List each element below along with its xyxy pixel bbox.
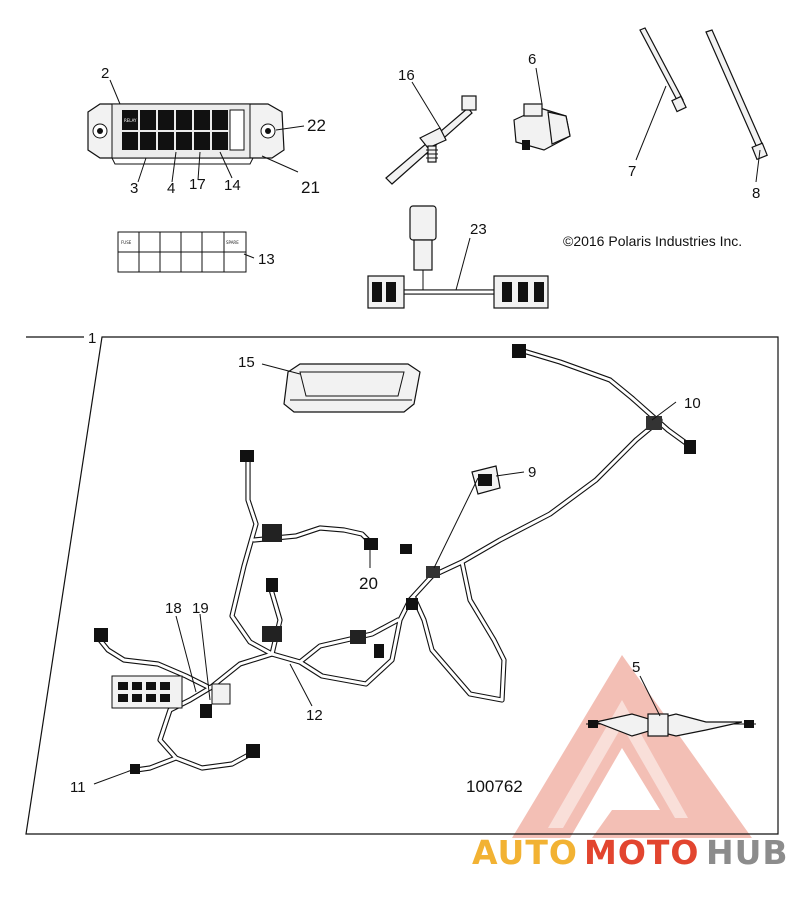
- callout-18: 18: [165, 600, 182, 617]
- callout-20: 20: [359, 574, 378, 593]
- module-cover: [283, 363, 421, 413]
- inline-fuse-holder: [586, 713, 756, 737]
- watermark-logo-text: AUTO MOTO HUB: [472, 833, 789, 872]
- callout-4: 4: [167, 180, 175, 197]
- switch-connector: [471, 465, 501, 495]
- adapter-harness: [367, 205, 549, 309]
- kit-border: [25, 336, 779, 835]
- leader-lines: [93, 67, 761, 785]
- callout-17: 17: [189, 176, 206, 193]
- decal-spare-label: SPARE: [226, 240, 239, 245]
- watermark-moto: MOTO: [584, 833, 699, 872]
- callout-23: 23: [470, 221, 487, 238]
- callout-6: 6: [528, 51, 536, 68]
- fuse-decal: FUSE SPARE: [117, 231, 247, 273]
- callout-16: 16: [398, 67, 415, 84]
- connector-plug: [513, 103, 571, 151]
- callout-11: 11: [70, 779, 86, 796]
- relay-label: RELAY: [124, 118, 137, 123]
- watermark-hub: HUB: [706, 833, 789, 872]
- drawing-number: 100762: [466, 777, 523, 796]
- copyright-notice: ©2016 Polaris Industries Inc.: [563, 233, 742, 249]
- fuse-relay-box: RELAY: [87, 103, 285, 165]
- callout-14: 14: [224, 177, 241, 194]
- callout-labels: 2 3 4 17 14 21 22 13 16 6 7 8 23 ©2016 P…: [70, 51, 760, 796]
- cable-tie-clip: [385, 95, 477, 185]
- callout-15: 15: [238, 354, 255, 371]
- callout-8: 8: [752, 185, 760, 202]
- callout-9: 9: [528, 464, 536, 481]
- callout-19: 19: [192, 600, 209, 617]
- cable-tie-long: [705, 29, 768, 161]
- callout-13: 13: [258, 251, 275, 268]
- callout-10: 10: [684, 395, 701, 412]
- decal-fuse-label: FUSE: [121, 240, 132, 245]
- callout-12: 12: [306, 707, 323, 724]
- cable-tie-short: [639, 27, 687, 113]
- watermark-auto: AUTO: [472, 833, 578, 872]
- callout-2: 2: [101, 65, 109, 82]
- callout-21: 21: [301, 178, 320, 197]
- main-wire-harness: [94, 344, 696, 774]
- watermark-logo-triangle: [512, 655, 752, 838]
- callout-3: 3: [130, 180, 138, 197]
- callout-1: 1: [88, 330, 96, 347]
- callout-22: 22: [307, 116, 326, 135]
- callout-7: 7: [628, 163, 636, 180]
- callout-5: 5: [632, 659, 640, 676]
- relay-grid: RELAY: [122, 109, 245, 151]
